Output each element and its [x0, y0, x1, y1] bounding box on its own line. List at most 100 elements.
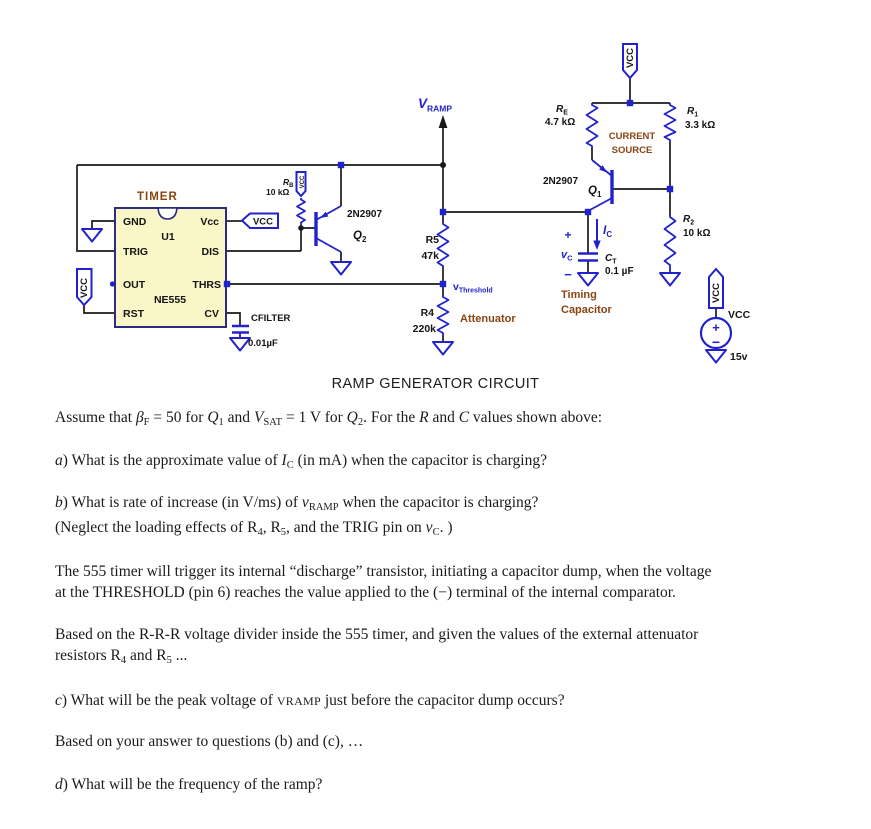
- vcc-flag-supply-label: VCC: [711, 283, 722, 303]
- current-source-label-2: SOURCE: [612, 145, 653, 156]
- wire-trig: [76, 165, 115, 252]
- ground-ct: [577, 272, 599, 287]
- supply-minus: −: [712, 334, 720, 350]
- pin-rst: RST: [123, 308, 145, 320]
- ground-q2: [330, 261, 352, 276]
- vcc-flag-pin8: [240, 212, 279, 229]
- transistor-q2: [314, 205, 342, 253]
- ic-current-arrow: [593, 219, 601, 250]
- wire-rst: [83, 305, 115, 314]
- q1-refdes: Q1: [588, 185, 602, 199]
- cap-cfilter: [232, 324, 249, 334]
- r5-label: R5: [426, 234, 440, 246]
- rb-value: 10 kΩ: [266, 187, 290, 197]
- r5-value: 47k: [421, 250, 439, 262]
- question-c: c) What will be the peak voltage of VRAM…: [55, 692, 565, 709]
- vc-label: vC: [561, 249, 573, 263]
- supply-value-label: 15v: [730, 351, 748, 363]
- timing-label-2: Capacitor: [561, 304, 612, 316]
- ground-gnd-pin: [81, 228, 103, 243]
- resistor-rb: [296, 198, 306, 228]
- timer-ic-notch: [157, 207, 178, 220]
- r1-value: 3.3 kΩ: [685, 120, 715, 131]
- q1-pnp-arrow: [599, 165, 607, 173]
- ic-arrowhead: [593, 240, 601, 250]
- cfilter-label: CFILTER: [251, 313, 291, 324]
- vcc-flag-pin8-label: VCC: [253, 217, 273, 228]
- ground-supply: [705, 349, 727, 364]
- pin-gnd: GND: [123, 216, 147, 228]
- vcc-flag-supply: [708, 267, 724, 309]
- pin-out: OUT: [123, 279, 146, 291]
- wire-dis: [226, 227, 316, 252]
- junction-vramp-node: [439, 208, 447, 216]
- question-a: a) What is the approximate value of IC (…: [55, 452, 547, 471]
- wire-gnd-pin: [91, 220, 115, 229]
- timer-ic-body: [114, 207, 227, 328]
- re-label: RE: [556, 104, 568, 117]
- attenuator-label: Attenuator: [460, 313, 516, 325]
- vcc-flag-top-label: VCC: [625, 48, 636, 68]
- r2-label: R2: [683, 214, 694, 227]
- ct-value: 0.1 µF: [605, 266, 634, 277]
- pin-thrs: THRS: [192, 279, 221, 291]
- q2-part-label: 2N2907: [347, 209, 382, 220]
- vramp-arrowhead: [438, 115, 448, 128]
- q2-collector-lead: [315, 237, 342, 253]
- refdes-u1: U1: [161, 231, 175, 243]
- current-source-label-1: CURRENT: [609, 131, 656, 142]
- r4-label: R4: [421, 307, 435, 319]
- q2-refdes: Q2: [353, 230, 367, 244]
- ground-cfilter: [229, 337, 251, 352]
- assumptions-line: Assume that βF = 50 for Q1 and VSAT = 1 …: [55, 409, 603, 428]
- junction-vthreshold: [439, 280, 447, 288]
- junction-q1-collector: [584, 208, 592, 216]
- resistors: [296, 103, 677, 335]
- vcc-flag-top: [622, 43, 638, 80]
- re-value: 4.7 kΩ: [545, 117, 575, 128]
- q1-collector-lead: [587, 197, 613, 212]
- pin-vcc: Vcc: [200, 216, 219, 228]
- vc-minus: −: [564, 267, 572, 282]
- question-b: b) What is rate of increase (in V/ms) of…: [55, 494, 539, 538]
- paragraph-divider: Based on the R-R-R voltage divider insid…: [55, 626, 699, 666]
- vcc-flag-rst: [76, 268, 93, 307]
- vcc-flag-rst-label: VCC: [79, 278, 90, 298]
- q2-pnp-arrow: [320, 211, 329, 218]
- vcc-flag-rb-label: VCC: [300, 175, 306, 188]
- rb-label: RB: [283, 177, 294, 189]
- pin-dis: DIS: [201, 246, 219, 258]
- circuit-title: RAMP GENERATOR CIRCUIT: [331, 376, 540, 392]
- ramp-generator-schematic: TIMER GND TRIG OUT RST Vcc DIS THRS CV U…: [76, 43, 751, 364]
- junction-out-pin: [109, 281, 116, 287]
- junction-vcc-rail: [626, 99, 634, 107]
- q2-emitter-lead: [315, 205, 342, 221]
- r2-value: 10 kΩ: [683, 228, 710, 239]
- junctions: [109, 99, 674, 288]
- junction-q1-base: [666, 185, 674, 193]
- vcc-flag-rb: [295, 171, 307, 198]
- paragraph-based-on: Based on your answer to questions (b) an…: [55, 733, 364, 750]
- timer-label: TIMER: [137, 191, 178, 203]
- transistor-q1: [587, 159, 614, 212]
- q1-part-label: 2N2907: [543, 176, 578, 187]
- resistor-r5: [436, 222, 450, 268]
- cap-ct: [578, 252, 598, 262]
- cfilter-value: 0.01µF: [248, 338, 278, 349]
- junction-q2-base: [298, 225, 304, 231]
- resistor-re: [585, 103, 599, 148]
- resistor-r2: [663, 215, 677, 273]
- pin-cv: CV: [204, 308, 219, 320]
- supply-plus: +: [712, 320, 720, 335]
- r1-label: R1: [687, 106, 698, 119]
- resistor-r4: [436, 295, 450, 335]
- junction-trig-vramp: [440, 162, 446, 168]
- paragraph-555-trigger: The 555 timer will trigger its internal …: [55, 563, 712, 601]
- capacitors: [232, 252, 598, 334]
- vramp-label: VRAMP: [418, 96, 452, 114]
- question-d: d) What will be the frequency of the ram…: [55, 776, 323, 793]
- part-ne555: NE555: [154, 294, 186, 306]
- ground-r2: [659, 272, 681, 287]
- vc-plus: +: [564, 228, 571, 242]
